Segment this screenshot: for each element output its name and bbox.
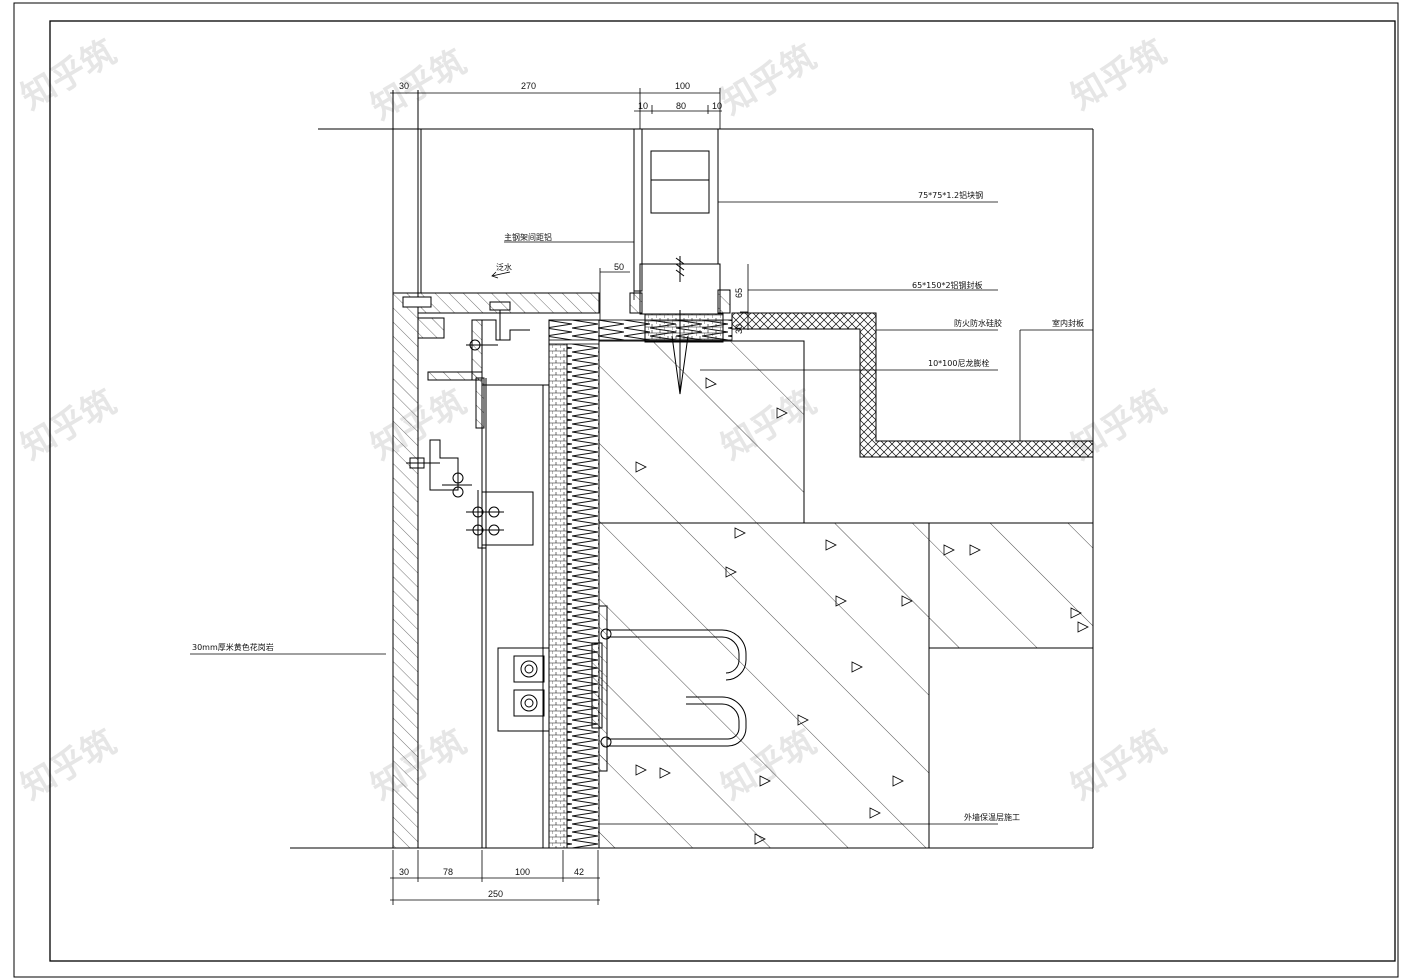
label-insulation: 外墙保温层施工 bbox=[964, 812, 1020, 822]
dim-top-100: 100 bbox=[675, 81, 690, 91]
vertical-frame-lines bbox=[392, 90, 549, 848]
bottom-dimensions bbox=[390, 850, 600, 905]
watermark: 知乎筑 bbox=[365, 42, 473, 128]
outer-border bbox=[13, 2, 1399, 978]
dim-top-270: 270 bbox=[521, 81, 536, 91]
dim-bottom-78: 78 bbox=[443, 867, 453, 877]
label-water-arrow: 泛水 bbox=[496, 262, 512, 272]
interior-finish-band bbox=[731, 312, 1094, 458]
leader-lines bbox=[190, 201, 1093, 825]
insulation-zigzag bbox=[566, 343, 600, 849]
anchor-bolt bbox=[671, 256, 689, 395]
stone-panel bbox=[392, 292, 419, 849]
label-angle-steel: 65*150*2铝钢封板 bbox=[912, 280, 983, 290]
label-steel-tube: 75*75*1.2铝块钢 bbox=[918, 190, 983, 200]
watermark: 知乎筑 bbox=[1065, 32, 1173, 118]
window-frame bbox=[629, 128, 731, 315]
watermark: 知乎筑 bbox=[365, 382, 473, 468]
label-stone-panel: 30mm厚米黄色花岗岩 bbox=[192, 642, 274, 652]
watermark: 知乎筑 bbox=[1065, 722, 1173, 808]
insulation-texture bbox=[548, 343, 568, 849]
inner-border bbox=[49, 20, 1396, 962]
watermark: 知乎筑 bbox=[715, 37, 823, 123]
dim-top-10-right: 10 bbox=[712, 101, 722, 111]
label-anchor-plate: 主钢架间距铝 bbox=[504, 232, 552, 242]
watermark: 知乎筑 bbox=[15, 382, 123, 468]
label-interior: 室内封板 bbox=[1052, 318, 1084, 328]
embedded-plate bbox=[497, 605, 747, 772]
dim-50: 50 bbox=[614, 262, 624, 272]
dim-top-10-left: 10 bbox=[638, 101, 648, 111]
stone-joint-block bbox=[417, 317, 445, 339]
top-dimensions bbox=[390, 88, 749, 330]
label-bolt: 10*100尼龙膨栓 bbox=[928, 358, 989, 368]
dim-bottom-30: 30 bbox=[399, 867, 409, 877]
dim-top-80: 80 bbox=[676, 101, 686, 111]
dim-bottom-250: 250 bbox=[488, 889, 503, 899]
concrete-structure bbox=[598, 340, 1094, 849]
drip-profile bbox=[402, 296, 432, 308]
watermark: 知乎筑 bbox=[15, 722, 123, 808]
label-sealant: 防火防水硅胶 bbox=[954, 318, 1002, 328]
watermark: 知乎筑 bbox=[15, 32, 123, 118]
watermark: 知乎筑 bbox=[365, 722, 473, 808]
dim-top-30: 30 bbox=[399, 81, 409, 91]
dim-65: 65 bbox=[734, 288, 744, 298]
sealant-foam bbox=[644, 313, 724, 343]
dim-bottom-42: 42 bbox=[574, 867, 584, 877]
dim-bottom-100: 100 bbox=[515, 867, 530, 877]
dim-30: 30 bbox=[734, 324, 744, 334]
stone-top-cap bbox=[393, 292, 600, 314]
steel-brackets bbox=[406, 301, 534, 549]
